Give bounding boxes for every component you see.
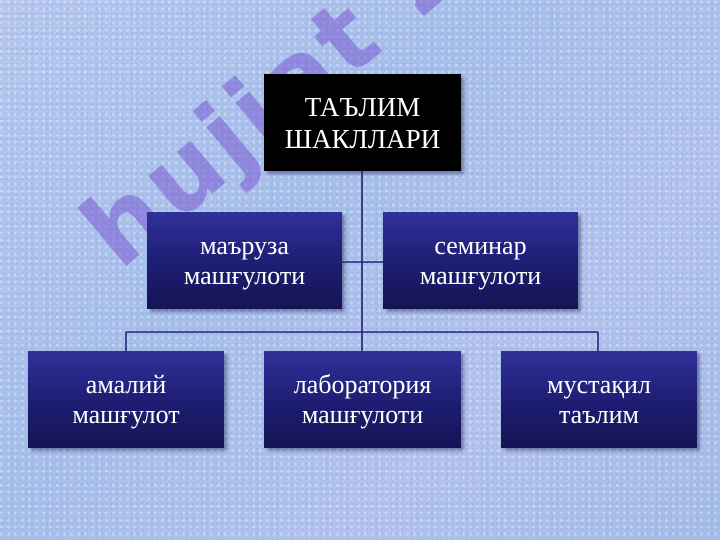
node-seminar: семинар машғулоти <box>383 212 578 309</box>
root-node: ТАЪЛИМ ШАКЛЛАРИ <box>264 74 461 171</box>
node-independent-study: мустақил таълим <box>501 351 697 448</box>
node-lecture: маъруза машғулоти <box>147 212 342 309</box>
node-practical: амалий машғулот <box>28 351 224 448</box>
node-laboratory: лаборатория машғулоти <box>264 351 461 448</box>
